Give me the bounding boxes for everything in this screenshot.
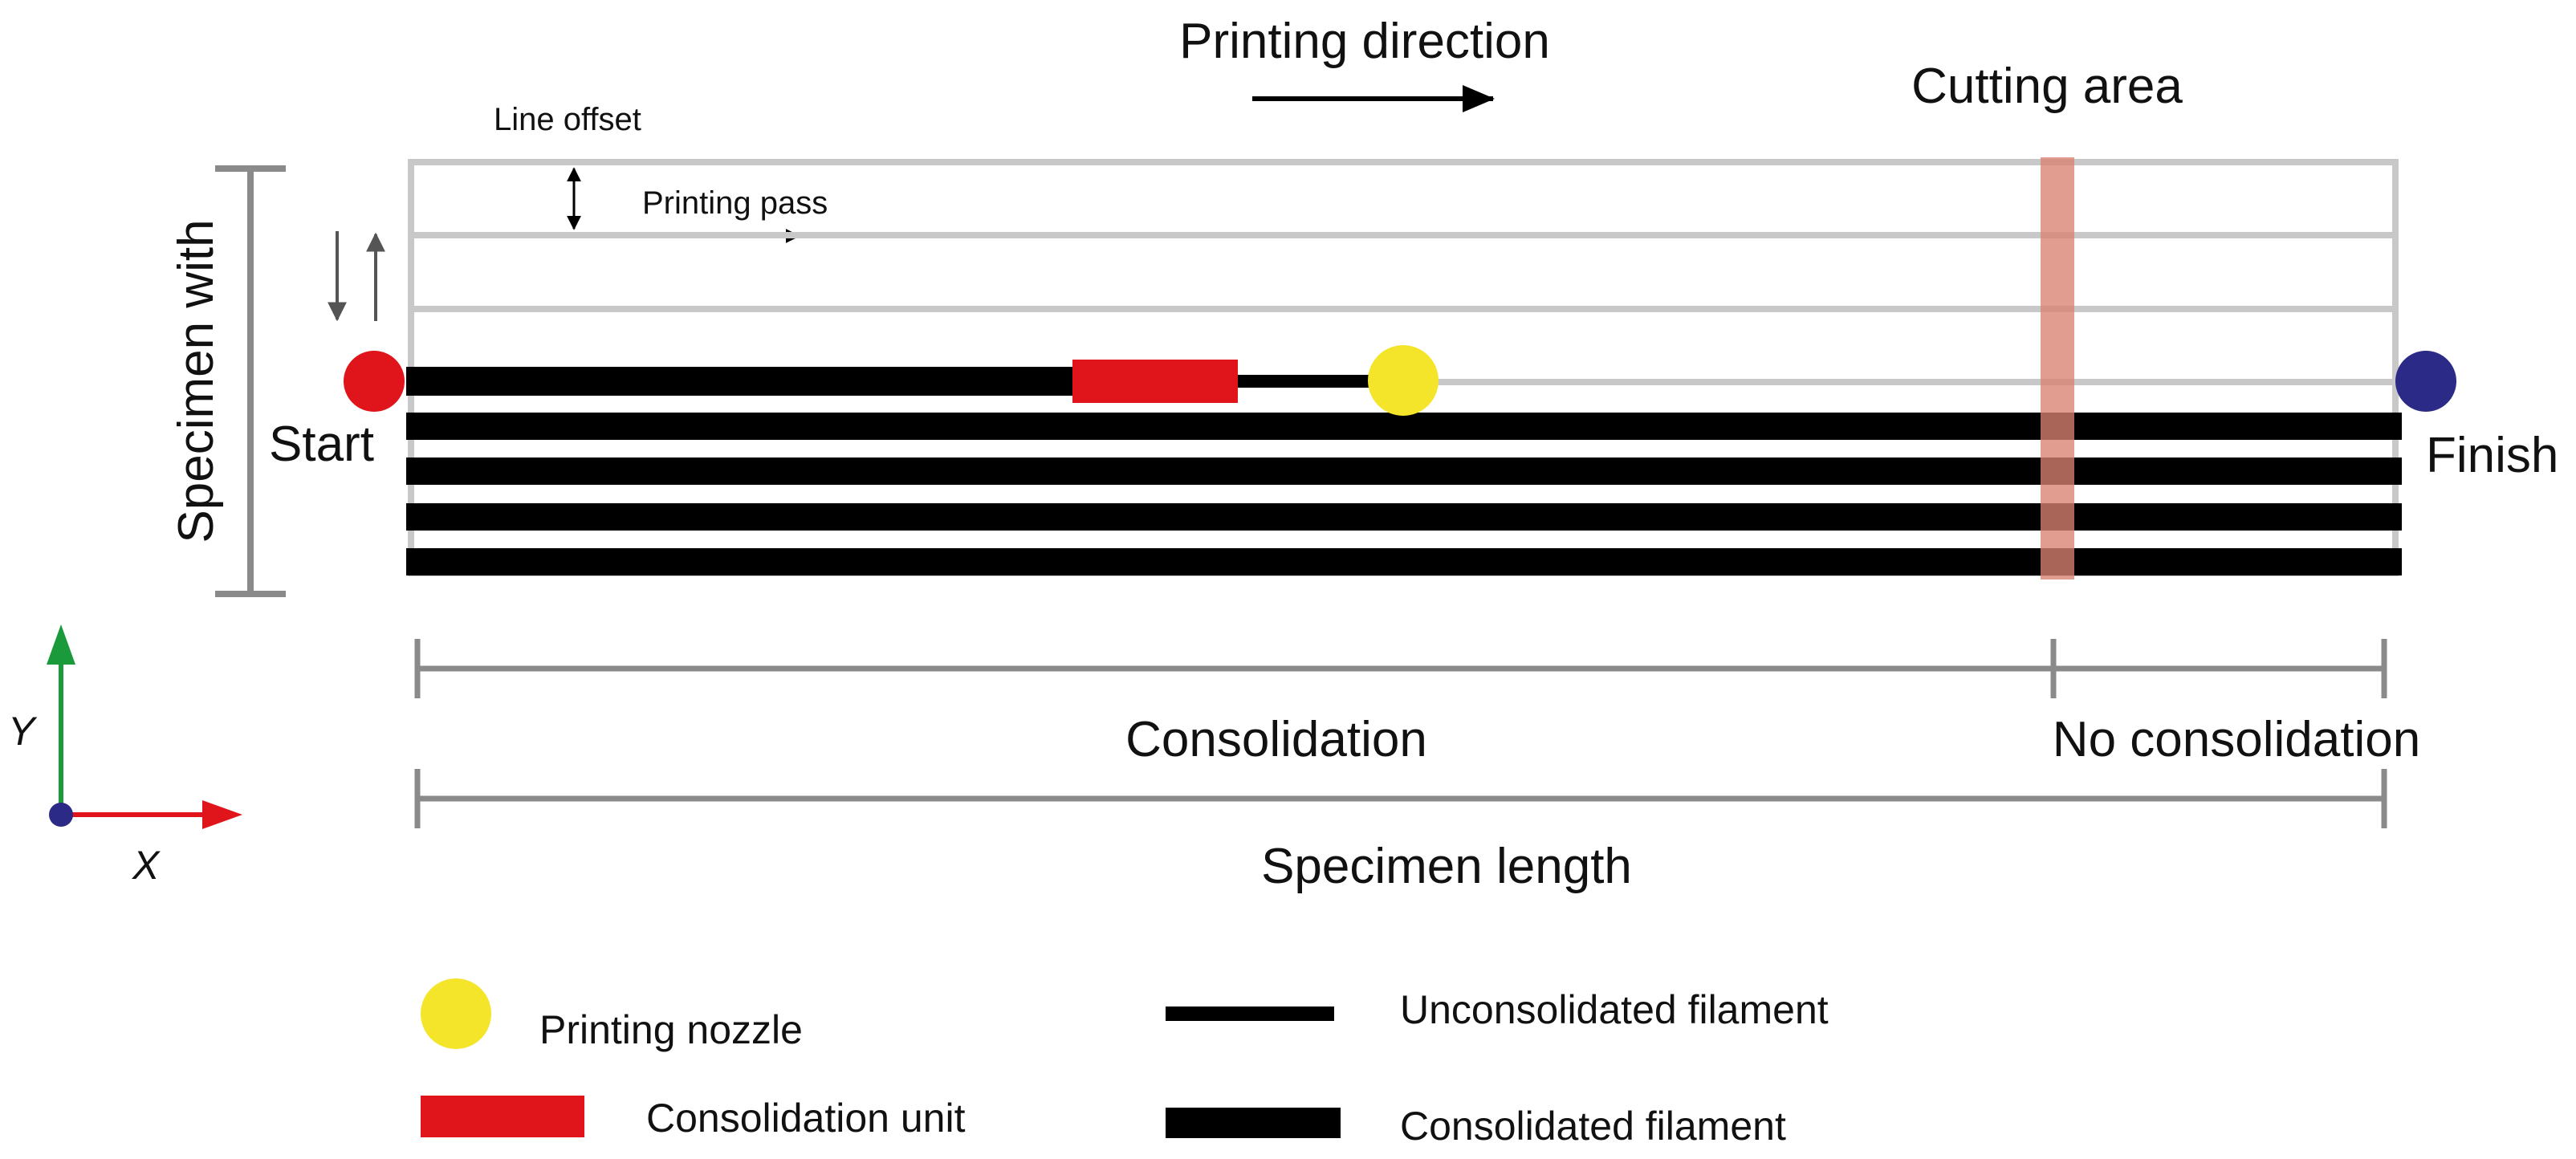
origin-dot — [49, 803, 73, 827]
legend-unconsolidated-label: Unconsolidated filament — [1400, 987, 1829, 1032]
legend: Printing nozzle Consolidation unit Uncon… — [421, 978, 1829, 1149]
specimen-length-dimension — [414, 769, 2387, 828]
current-pass-consolidated-filament — [406, 367, 1072, 396]
legend-nozzle-swatch — [421, 978, 491, 1049]
x-axis-label: X — [132, 843, 161, 888]
cutting-area — [2041, 157, 2074, 580]
legend-consolidated-label: Consolidated filament — [1400, 1104, 1786, 1149]
y-axis-label: Y — [8, 709, 38, 754]
legend-consolidated-swatch — [1166, 1108, 1341, 1138]
legend-consolidation-unit-swatch — [421, 1096, 584, 1137]
specimen-width-dimension — [215, 165, 286, 597]
consolidated-filament-line — [406, 503, 2402, 531]
no-consolidation-label: No consolidation — [2053, 712, 2420, 767]
legend-consolidation-unit-label: Consolidation unit — [646, 1096, 966, 1141]
consolidation-label: Consolidation — [1125, 712, 1427, 767]
consolidated-filament-line — [406, 548, 2402, 575]
consolidated-filament-line — [406, 458, 2402, 485]
consolidation-dimension — [414, 639, 2387, 698]
consolidated-filaments — [406, 413, 2402, 575]
start-marker — [344, 351, 405, 412]
y-axis-arrowhead — [47, 624, 75, 665]
finish-marker — [2395, 351, 2456, 412]
printing-nozzle — [1368, 345, 1439, 416]
finish-label: Finish — [2426, 428, 2558, 483]
legend-printing-nozzle-label: Printing nozzle — [539, 1007, 803, 1052]
x-axis-arrowhead — [202, 800, 242, 829]
cutting-area-label: Cutting area — [1911, 59, 2183, 114]
consolidation-unit — [1072, 360, 1238, 403]
specimen-length-label: Specimen length — [1261, 839, 1632, 894]
printing-pass-label: Printing pass — [642, 185, 828, 221]
legend-unconsolidated-swatch — [1166, 1007, 1334, 1021]
start-label: Start — [269, 417, 374, 472]
printing-direction-label: Printing direction — [1179, 14, 1550, 69]
printing-direction-arrowhead — [1463, 85, 1495, 112]
specimen-width-label: Specimen with — [169, 219, 224, 543]
consolidated-filament-line — [406, 413, 2402, 440]
coordinate-axes — [47, 624, 242, 829]
line-offset-label: Line offset — [494, 102, 641, 137]
